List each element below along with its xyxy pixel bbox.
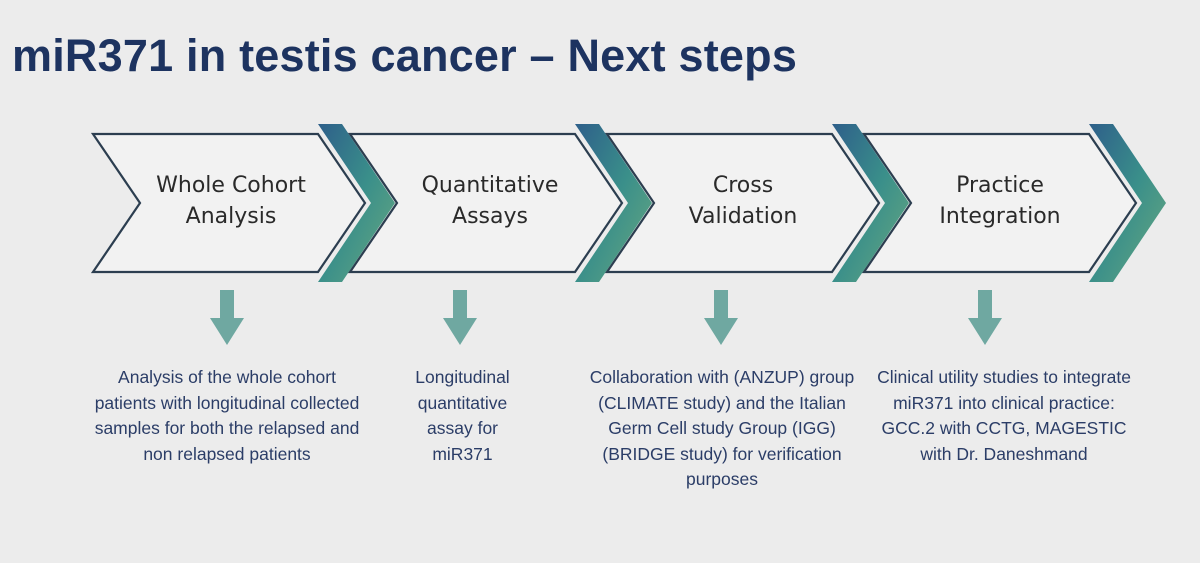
step-description: Longitudinal quantitative assay for miR3…	[415, 367, 510, 464]
step-description: Collaboration with (ANZUP) group (CLIMAT…	[589, 367, 855, 489]
step-chevron-accent	[318, 124, 395, 282]
step-chevron-shape	[347, 132, 624, 274]
step-label-line: Validation	[688, 204, 798, 229]
step-label-line: Quantitative	[421, 173, 559, 198]
step-chevron-shape	[861, 132, 1138, 274]
step-chevron-accent	[575, 124, 652, 282]
step-chevron-quantitative-assays	[347, 124, 652, 282]
step-label: Practice Integration	[900, 170, 1100, 232]
step-label: Cross Validation	[643, 170, 843, 232]
step-label-line: Whole Cohort	[156, 173, 306, 198]
step-chevron-accent	[832, 124, 909, 282]
slide-title: miR371 in testis cancer – Next steps	[12, 30, 798, 81]
down-arrow-icon	[210, 290, 244, 345]
step-label: Whole Cohort Analysis	[131, 170, 331, 232]
step-description: Analysis of the whole cohort patients wi…	[94, 367, 360, 464]
down-arrow-icon	[443, 290, 477, 345]
step-label-line: Assays	[452, 204, 528, 229]
step-label-line: Cross	[712, 173, 774, 198]
step-label-line: Practice	[956, 173, 1044, 198]
step-chevron-practice-integration	[861, 124, 1166, 282]
step-chevron-cross-validation	[604, 124, 909, 282]
step-label-line: Analysis	[185, 204, 277, 229]
step-chevron-shape	[90, 132, 367, 274]
down-arrow-icon	[704, 290, 738, 345]
step-chevron-whole-cohort	[90, 124, 395, 282]
step-label: Quantitative Assays	[390, 170, 590, 232]
down-arrow-icon	[968, 290, 1002, 345]
step-description: Clinical utility studies to integrate mi…	[877, 367, 1131, 464]
step-chevron-shape	[604, 132, 881, 274]
step-label-line: Integration	[939, 204, 1061, 229]
step-chevron-accent	[1089, 124, 1166, 282]
